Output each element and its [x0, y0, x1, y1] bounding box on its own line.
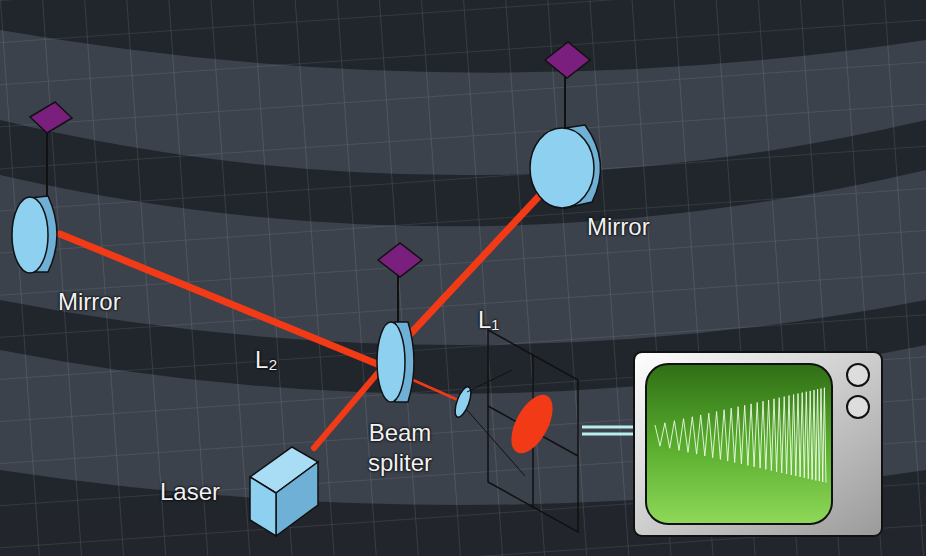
beam-length-label: L₁	[478, 305, 499, 335]
right-mirror	[530, 42, 601, 208]
mirror-label: Mirror	[587, 212, 650, 242]
mirror-label: Mirror	[58, 287, 121, 317]
laser-beams	[60, 178, 556, 448]
laser-label: Laser	[160, 477, 220, 507]
beam-splitter-label: Beam spliter	[355, 418, 445, 478]
detector-screen	[488, 330, 578, 532]
oscilloscope-tv	[634, 352, 882, 536]
beam-length-label: L₂	[255, 345, 278, 375]
beam-splitter	[377, 243, 422, 402]
cable	[582, 427, 636, 434]
left-mirror	[12, 102, 72, 273]
laser-box	[250, 447, 318, 536]
